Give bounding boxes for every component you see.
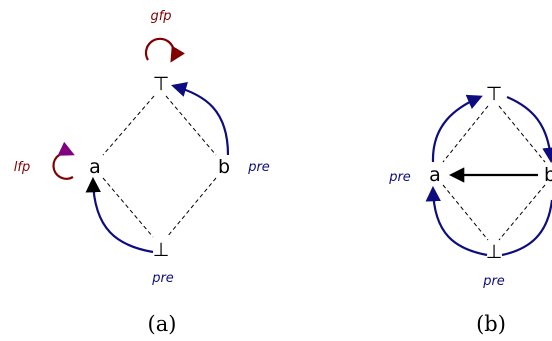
pre-arrow-bottom-to-a — [85, 176, 154, 254]
pre-label-a-b: pre — [388, 170, 411, 185]
lfp-loop-arrow — [52, 141, 75, 180]
hasse-edge-b-bottom-b — [498, 184, 546, 241]
caption-b: (b) — [476, 312, 506, 336]
pre-arrow-a-to-top — [431, 94, 483, 163]
pre-label-b: pre — [247, 160, 270, 175]
pre-arrow-bottom-to-a-b — [425, 185, 488, 257]
pre-arrow-top-to-b — [506, 95, 552, 164]
node-bottom: ⊥ — [153, 239, 170, 261]
node-a-b: a — [429, 164, 441, 186]
pre-arrow-bottom-to-b — [501, 199, 552, 257]
hasse-edge-a-bottom — [102, 177, 154, 238]
gfp-label: gfp — [150, 9, 171, 24]
lfp-label: lfp — [14, 160, 30, 175]
hasse-edge-b-bottom — [166, 177, 217, 238]
hasse-edge-top-b — [165, 95, 217, 156]
gfp-loop-arrow — [144, 37, 185, 63]
caption-a: (a) — [148, 312, 177, 336]
hasse-edge-top-a — [102, 95, 155, 156]
diagram-b: ⊤ a b ⊥ pre pre (b) — [388, 83, 552, 336]
pre-arrow-b-to-top — [171, 82, 230, 156]
pre-label-bottom-b: pre — [482, 274, 505, 289]
diagram-a: ⊤ a b ⊥ gfp lfp pre pre (a) — [14, 9, 270, 336]
node-bottom-b: ⊥ — [486, 241, 503, 263]
pre-label-bottom: pre — [151, 271, 174, 286]
node-top-b: ⊤ — [486, 83, 503, 105]
hasse-edge-a-bottom-b — [442, 184, 489, 241]
hasse-edge-top-a-b — [442, 105, 489, 163]
node-b-b: b — [544, 164, 552, 186]
node-b: b — [218, 156, 230, 178]
node-a: a — [89, 156, 101, 178]
hasse-edge-top-b-b — [498, 105, 546, 163]
node-top: ⊤ — [153, 73, 170, 95]
